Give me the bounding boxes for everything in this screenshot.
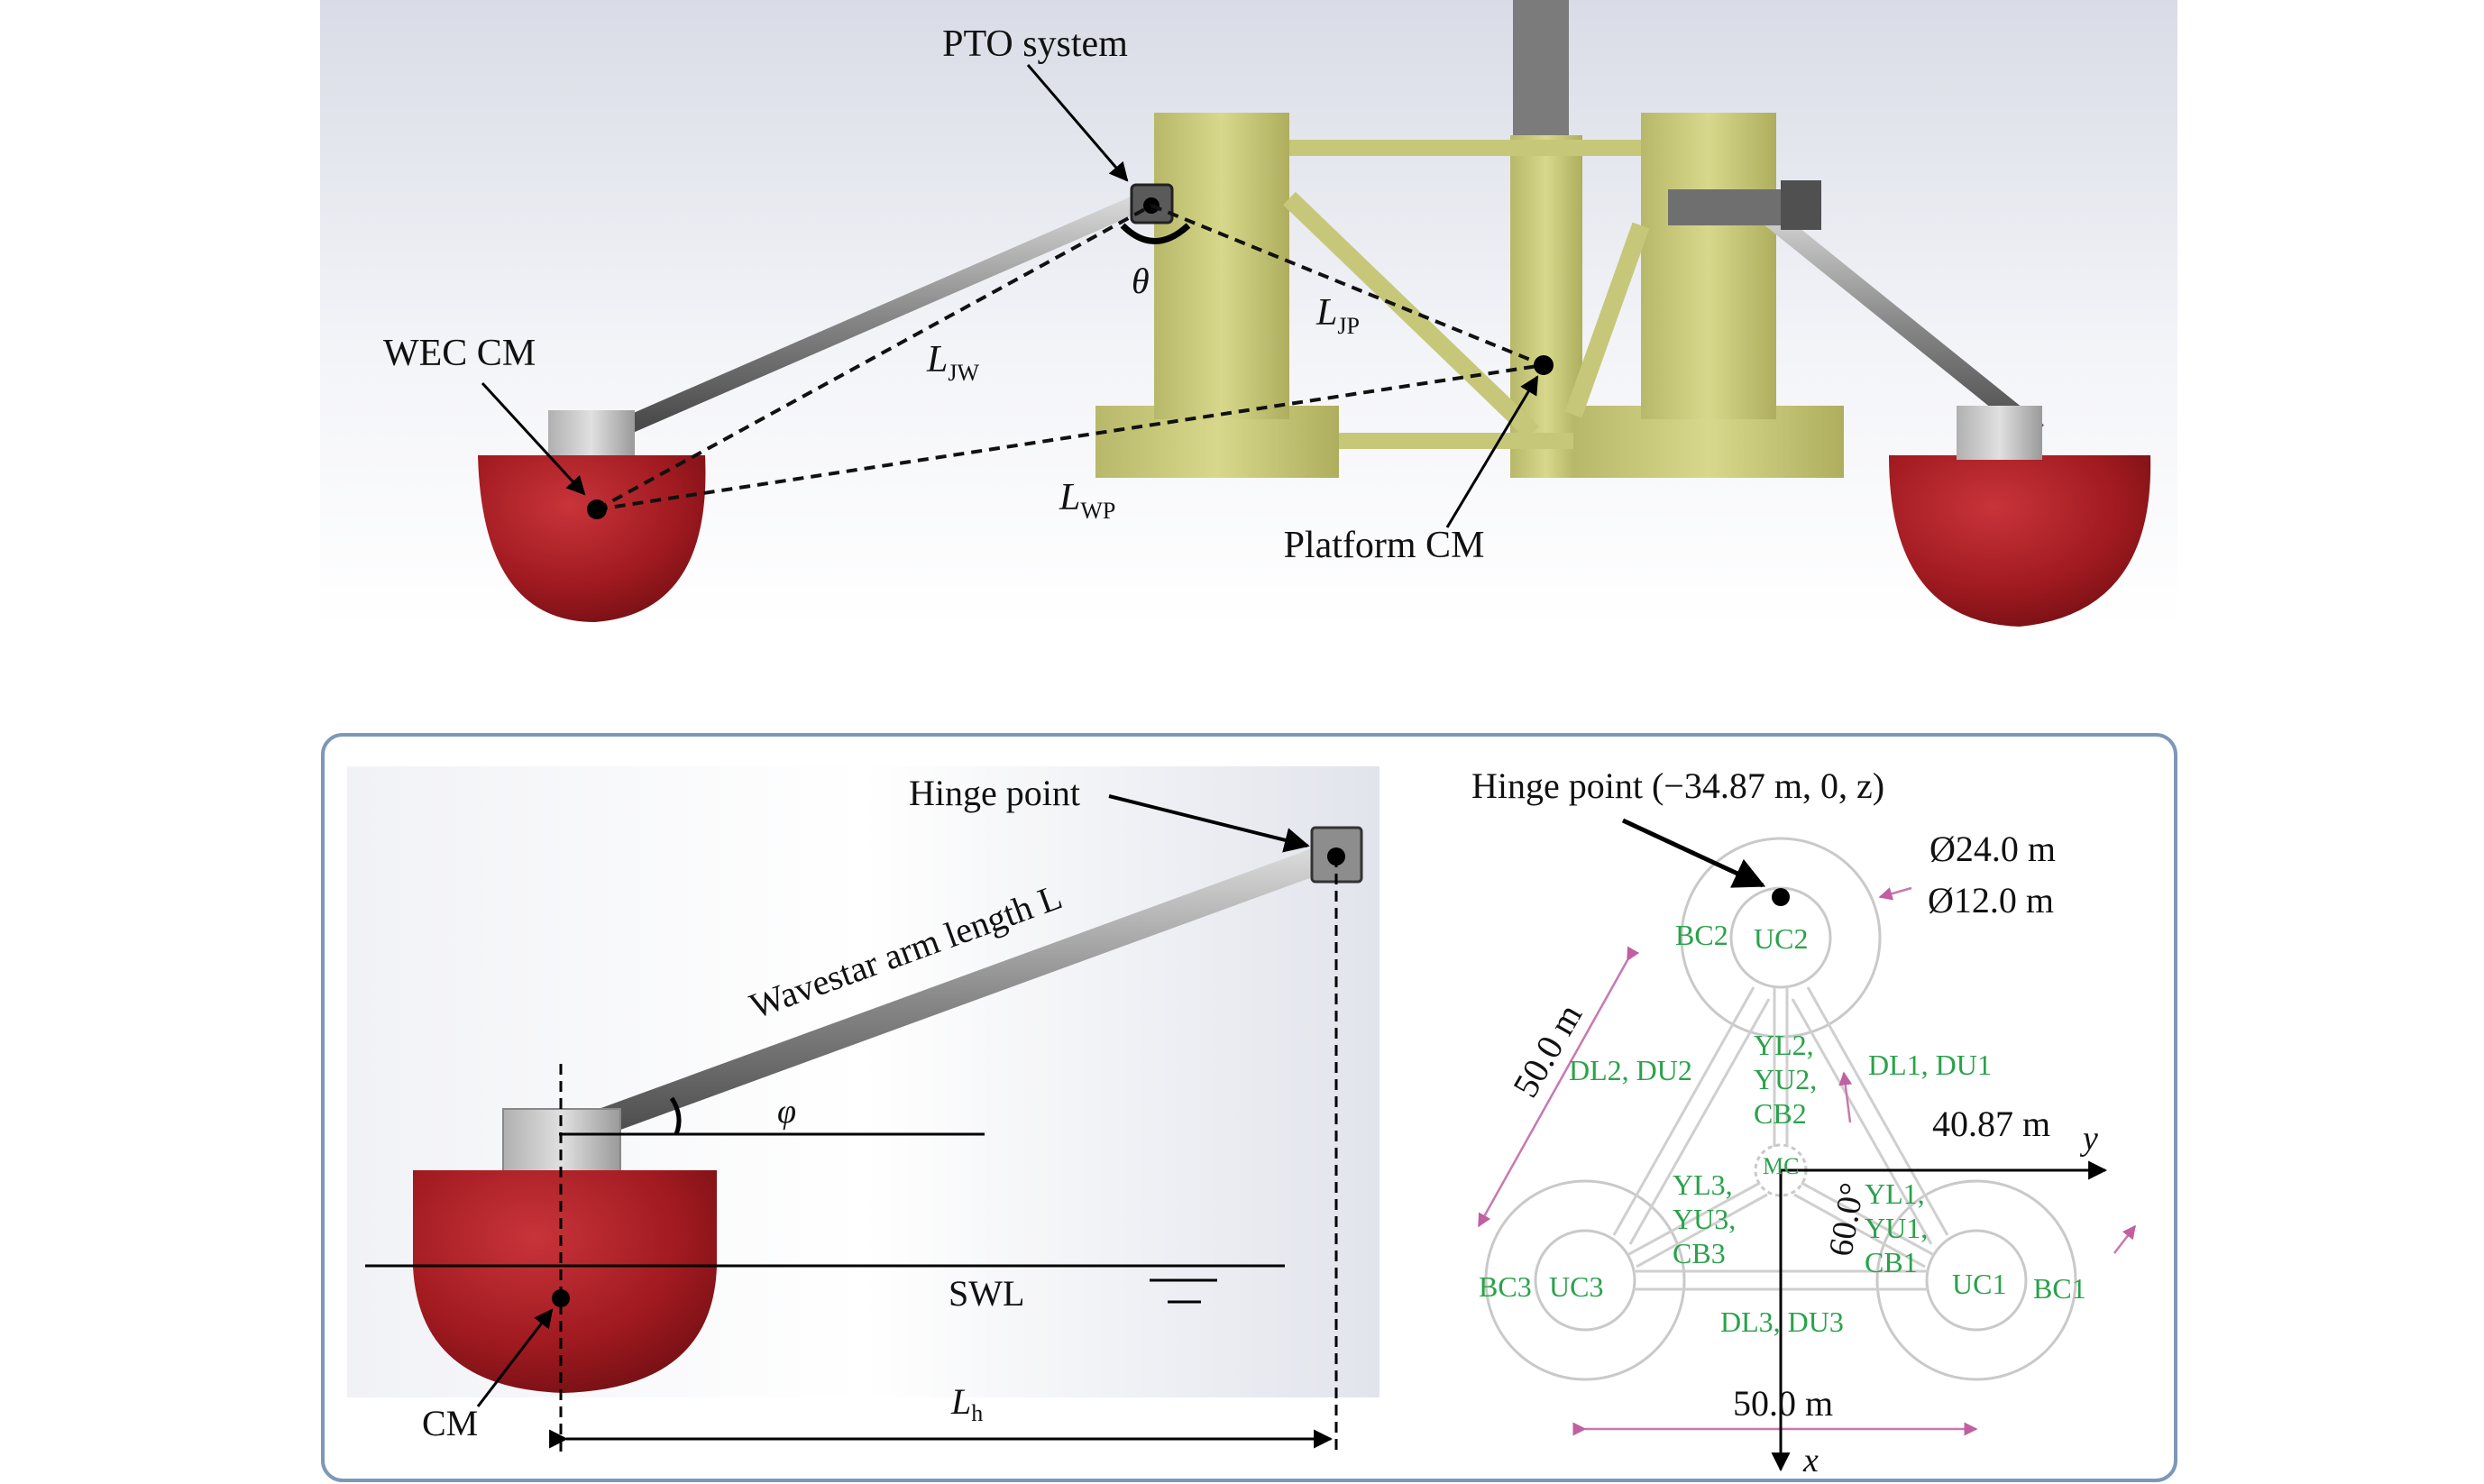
brace-y1-b	[1793, 1193, 1926, 1269]
uc1-outer-circle	[1875, 1179, 2077, 1381]
plan-hinge-dot	[1772, 888, 1790, 906]
uc2-outer-circle	[1680, 837, 1882, 1039]
plan-hinge-leader	[1621, 818, 1766, 888]
dia-outer-label: Ø24.0 m	[1929, 829, 2056, 869]
y3-label-2: YU3,	[1673, 1203, 1736, 1235]
bc1-label: BC1	[2033, 1272, 2086, 1305]
dia-inner-label: Ø12.0 m	[1928, 880, 2054, 921]
dl1-label: DL1, DU1	[1868, 1049, 1992, 1081]
y2-label-1: YL2,	[1754, 1029, 1814, 1061]
left-buoy	[478, 455, 706, 622]
dim-bc1-tick	[2113, 1224, 2136, 1254]
diagonal-brace-right	[1564, 222, 1650, 418]
upper-brace	[1289, 140, 1641, 156]
swl-label: SWL	[949, 1273, 1024, 1314]
brace-y3-a	[1627, 1181, 1761, 1257]
l-jp-label: LJP	[1315, 292, 1360, 339]
y1-label-2: YU1,	[1865, 1212, 1928, 1244]
buoy-body	[413, 1170, 717, 1393]
right-column	[1641, 113, 1776, 419]
lh-label: Lh	[950, 1381, 983, 1426]
tower	[1513, 0, 1569, 144]
wec-cm-label: WEC CM	[383, 333, 536, 374]
dim-60-line	[1838, 1071, 1853, 1123]
diagonal-brace-left	[1283, 191, 1539, 440]
uc3-inner-circle	[1534, 1229, 1636, 1332]
y1-label-1: YL1,	[1865, 1177, 1925, 1210]
plan-view: Hinge point (−34.87 m, 0, z) Ø24.0 m Ø12…	[1471, 765, 2136, 1479]
y1-label-3: CB1	[1865, 1246, 1918, 1278]
bc2-label: BC2	[1675, 919, 1728, 951]
dl3-label: DL3, DU3	[1720, 1305, 1844, 1338]
uc1-label: UC1	[1952, 1268, 2006, 1300]
theta-arc	[1120, 223, 1191, 244]
cm-dot	[552, 1289, 570, 1307]
y3-label-1: YL3,	[1673, 1168, 1733, 1201]
right-hinge	[1781, 180, 1821, 230]
y3-label-3: CB3	[1673, 1237, 1726, 1269]
left-buoy-top	[548, 410, 635, 460]
bc3-label: BC3	[1479, 1270, 1532, 1303]
platform-cm-dot	[1534, 355, 1554, 375]
hinge-leader	[1108, 794, 1310, 853]
phi-label: φ	[777, 1093, 796, 1131]
mc-label: MC	[1763, 1153, 1799, 1179]
pto-leader	[1026, 64, 1129, 182]
wec-cm-dot	[587, 499, 607, 519]
theta-label: θ	[1132, 261, 1150, 301]
wavestar-arm	[554, 841, 1340, 1151]
phi-arc	[669, 1096, 682, 1135]
cm-leader	[476, 1308, 554, 1407]
left-wec-arm	[628, 191, 1149, 433]
dim-side-line	[1477, 946, 1640, 1228]
uc3-label: UC3	[1549, 1270, 1603, 1303]
wec-cm-leader	[481, 381, 586, 496]
offset-length-label: 40.87 m	[1932, 1104, 2050, 1144]
hinge-point-label: Hinge point	[909, 773, 1080, 813]
top-platform-view: PTO system θ WEC CM LJW LJP LWP Platform…	[320, 0, 2177, 631]
side-view: Hinge point Wavestar arm length L φ SWL …	[347, 766, 1379, 1452]
plan-hinge-label: Hinge point (−34.87 m, 0, z)	[1471, 765, 1884, 806]
left-column	[1154, 113, 1289, 419]
uc2-label: UC2	[1754, 922, 1808, 955]
platform-cm-label: Platform CM	[1284, 525, 1485, 566]
brace-y1-a	[1801, 1181, 1935, 1257]
x-axis-label: x	[1802, 1442, 1819, 1479]
bottom-panel-frame	[321, 733, 2177, 1482]
right-buoy-top	[1957, 406, 2042, 460]
brace-dl1-b	[1791, 998, 1933, 1245]
platform-cm-leader	[1445, 375, 1539, 528]
right-wec-arm	[1752, 199, 2044, 441]
lower-brace	[1339, 433, 1573, 449]
bottom-length-label: 50.0 m	[1733, 1383, 1833, 1424]
y2-label-2: YU2,	[1754, 1063, 1817, 1095]
brace-y3-b	[1636, 1193, 1768, 1269]
right-buoy	[1889, 455, 2151, 627]
dim-dia-leader	[1878, 886, 1912, 901]
cm-label: CM	[422, 1403, 478, 1443]
l-jw-label: LJW	[926, 339, 979, 386]
l-wp-label: LWP	[1059, 477, 1115, 524]
brace-dl1-a	[1806, 986, 1949, 1236]
y-axis-label: y	[2079, 1120, 2098, 1158]
pto-system-label: PTO system	[942, 23, 1128, 65]
uc1-inner-circle	[1925, 1229, 2028, 1332]
brace-dl2-b	[1628, 998, 1771, 1245]
l-jp-line	[1150, 204, 1544, 367]
dl2-label: DL2, DU2	[1569, 1054, 1692, 1086]
l-jw-line	[596, 204, 1152, 511]
l-wp-line	[596, 363, 1544, 511]
y2-label-3: CB2	[1754, 1097, 1807, 1130]
